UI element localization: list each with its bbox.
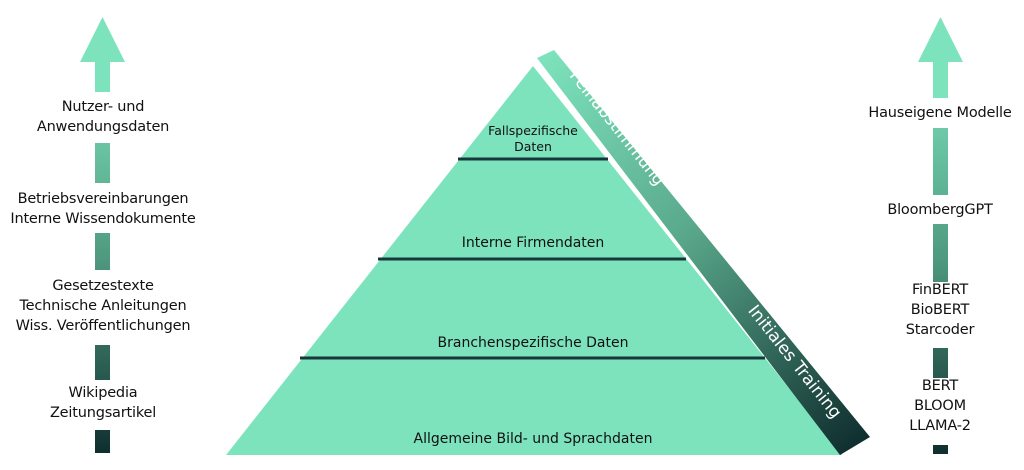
- label-line: Zeitungsartikel: [49, 405, 157, 421]
- label-line: LLAMA-2: [909, 418, 971, 434]
- label-line: Interne Wissendokumente: [10, 211, 196, 227]
- pyramid-level-internal-company: Interne Firmendaten: [461, 235, 605, 251]
- label-line: Technische Anleitungen: [19, 298, 187, 314]
- right-label-base-models: BERT BLOOM LLAMA-2: [909, 376, 971, 436]
- right-label-domain-models: FinBERT BioBERT Starcoder: [906, 280, 975, 340]
- label-line: BioBERT: [910, 302, 970, 318]
- label-line: Fallspezifische: [488, 123, 578, 138]
- left-label-general-texts: Wikipedia Zeitungsartikel: [50, 383, 156, 423]
- right-label-in-house-models: Hauseigene Modelle: [868, 103, 1011, 123]
- left-label-domain-texts: Gesetzestexte Technische Anleitungen Wis…: [16, 276, 191, 336]
- training-band: [537, 50, 870, 455]
- label-line: BERT: [921, 378, 959, 394]
- right-label-bloomberggpt: BloombergGPT: [887, 200, 993, 220]
- pyramid-level-industry: Branchenspezifische Daten: [437, 335, 629, 351]
- pyramid-level-case-specific: Fallspezifische Daten: [488, 123, 578, 155]
- label-line: FinBERT: [911, 282, 969, 298]
- label-line: Wiss. Veröffentlichungen: [15, 318, 191, 334]
- left-arrow-up-icon: [80, 17, 125, 453]
- pyramid-level-general: Allgemeine Bild- und Sprachdaten: [413, 431, 653, 447]
- label-line: Daten: [514, 139, 552, 154]
- right-arrow-up-icon: [918, 17, 963, 454]
- label-line: Betriebsvereinbarungen: [17, 191, 189, 207]
- label-line: Hauseigene Modelle: [868, 105, 1012, 121]
- left-label-internal-docs: Betriebsvereinbarungen Interne Wissendok…: [10, 189, 195, 229]
- label-line: Gesetzestexte: [52, 278, 154, 294]
- label-line: Wikipedia: [68, 385, 138, 401]
- label-line: Nutzer- und: [61, 99, 145, 115]
- left-label-user-data: Nutzer- und Anwendungsdaten: [36, 97, 170, 137]
- label-line: BloombergGPT: [887, 202, 993, 218]
- label-line: BLOOM: [914, 398, 966, 414]
- label-line: Anwendungsdaten: [36, 119, 170, 135]
- label-line: Starcoder: [905, 322, 975, 338]
